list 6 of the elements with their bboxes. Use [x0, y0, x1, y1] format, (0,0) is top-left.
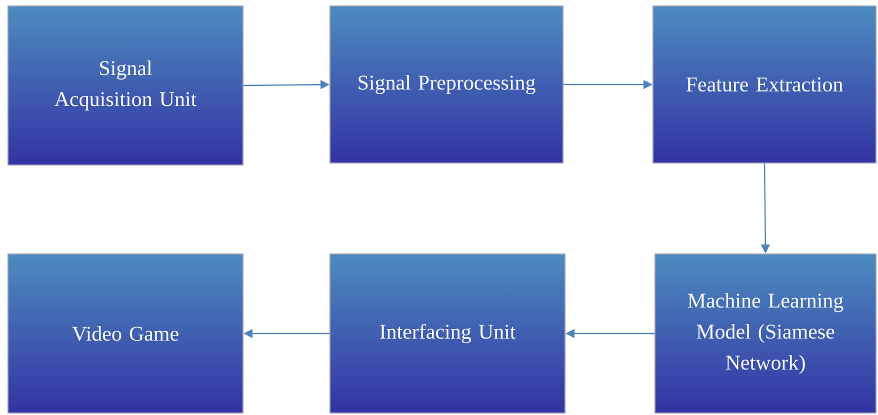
- process-box: Signal Acquisition Unit: [8, 6, 244, 166]
- process-box: Video Game: [8, 254, 244, 414]
- process-box: Interfacing Unit: [330, 254, 566, 414]
- process-box: Feature Extraction: [652, 6, 876, 164]
- process-box: Machine Learning Model (Siamese Network): [654, 254, 876, 414]
- process-box: Signal Preprocessing: [330, 6, 564, 164]
